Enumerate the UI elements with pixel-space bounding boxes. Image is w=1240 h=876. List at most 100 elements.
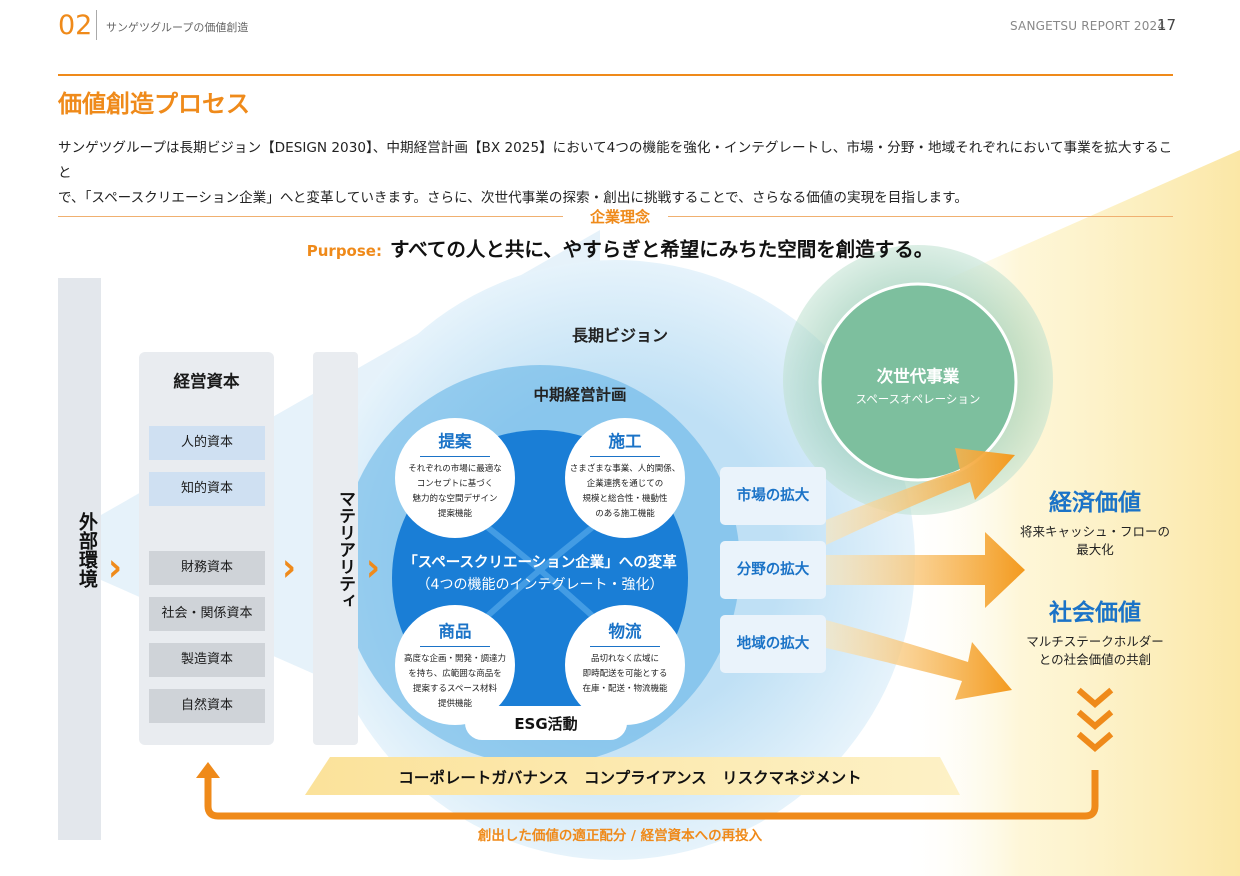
philosophy-label: 企業理念: [589, 208, 650, 226]
long-term-vision-label: 長期ビジョン: [571, 326, 668, 345]
function-body-line: 提供機能: [437, 699, 472, 709]
return-loop: [204, 770, 1099, 820]
capital-item: 財務資本: [149, 551, 265, 585]
expansion-region: 地域の拡大: [720, 615, 826, 673]
section-number: 02: [58, 10, 93, 41]
governance-band: [305, 757, 960, 795]
function-logistics: 物流 品切れなく広域に 即時配送を可能とする 在庫・配送・物流機能: [565, 618, 685, 697]
social-value: 社会価値 マルチステークホルダー との社会価値の共創: [1010, 593, 1180, 669]
section-title: サンゲツグループの価値創造: [106, 21, 249, 34]
function-body: それぞれの市場に最適な コンセプトに基づく 魅力的な空間デザイン 提案機能: [395, 462, 515, 522]
center-line-1: 「スペースクリエーション企業」への変革: [403, 555, 677, 571]
arrow-to-economic: [826, 448, 1015, 545]
intro-line-2: で、「スペースクリエーション企業」へと変革していきます。さらに、次世代事業の探索…: [58, 190, 968, 206]
expansion-field: 分野の拡大: [720, 541, 826, 599]
function-proposal: 提案 それぞれの市場に最適な コンセプトに基づく 魅力的な空間デザイン 提案機能: [395, 428, 515, 522]
function-circle-logistics: [565, 605, 685, 725]
function-body: さまざまな事業、人的関係、 企業連携を通じての 規模と総合性・機動性 のある施工…: [565, 462, 685, 522]
function-circle-proposal: [395, 418, 515, 538]
function-body-line: さまざまな事業、人的関係、: [569, 464, 681, 474]
function-body-line: コンセプトに基づく: [416, 479, 494, 489]
economic-value: 経済価値 将来キャッシュ・フローの 最大化: [1010, 483, 1180, 559]
function-body-line: 高度な企画・開発・調達力: [403, 654, 506, 664]
report-name: SANGETSU REPORT 2024: [1010, 19, 1166, 33]
social-value-body: マルチステークホルダー との社会価値の共創: [1010, 633, 1180, 669]
chevron-right-icon: ›: [282, 545, 297, 591]
philosophy-rule-right: [668, 216, 1173, 217]
return-arrowhead: [196, 762, 220, 778]
chevron-right-icon: ›: [366, 545, 381, 591]
capital-item: 製造資本: [149, 643, 265, 677]
function-divider: [590, 646, 660, 647]
header-divider: [96, 10, 97, 40]
social-value-line: との社会価値の共創: [1038, 652, 1152, 667]
economic-value-line: 将来キャッシュ・フローの: [1019, 524, 1170, 539]
chevron-right-icon: ›: [108, 545, 123, 591]
page-number: 17: [1157, 16, 1177, 34]
function-divider: [420, 646, 490, 647]
title-rule: [58, 74, 1173, 76]
esg-pill: [465, 706, 627, 740]
philosophy-rule-left: [58, 216, 563, 217]
next-gen-subtitle: スペースオペレーション: [855, 392, 981, 406]
function-divider: [420, 456, 490, 457]
function-body: 高度な企画・開発・調達力 を持ち、広範囲な商品を 提案するスペース材料 提供機能: [395, 652, 515, 712]
function-construction: 施工 さまざまな事業、人的関係、 企業連携を通じての 規模と総合性・機動性 のあ…: [565, 428, 685, 522]
mid-term-plan-label: 中期経営計画: [533, 386, 627, 404]
capital-item: 社会・関係資本: [149, 597, 265, 631]
external-environment-label: 外部環境: [76, 512, 98, 588]
purpose-label: Purpose:: [306, 242, 382, 260]
economic-value-body: 将来キャッシュ・フローの 最大化: [1010, 523, 1180, 559]
capital-item: 自然資本: [149, 689, 265, 723]
function-product: 商品 高度な企画・開発・調達力 を持ち、広範囲な商品を 提案するスペース材料 提…: [395, 618, 515, 712]
function-body-line: 在庫・配送・物流機能: [582, 684, 668, 694]
center-line-2: （4つの機能のインテグレート・強化）: [416, 577, 664, 593]
function-body-line: 魅力的な空間デザイン: [412, 494, 498, 504]
social-value-line: マルチステークホルダー: [1026, 634, 1164, 649]
external-environment-bar: [58, 278, 101, 840]
center-statement: 「スペースクリエーション企業」への変革 （4つの機能のインテグレート・強化）: [395, 551, 685, 594]
intro-paragraph: サンゲツグループは長期ビジョン【DESIGN 2030】、中期経営計画【BX 2…: [58, 136, 1178, 211]
function-body-line: 企業連携を通じての: [586, 479, 664, 489]
materiality-label: マテリアリティ: [335, 490, 355, 609]
materiality-box: [313, 352, 358, 745]
expansion-market: 市場の拡大: [720, 467, 826, 525]
function-body-line: 提案機能: [437, 509, 472, 519]
down-chevrons: [1076, 687, 1114, 752]
economic-value-line: 最大化: [1076, 542, 1114, 557]
purpose-text: すべての人と共に、やすらぎと希望にみちた空間を創造する。: [389, 238, 934, 261]
economic-value-title: 経済価値: [1049, 490, 1141, 516]
function-body-line: 即時配送を可能とする: [582, 669, 668, 679]
management-capital-box: [139, 352, 274, 745]
governance-label: コーポレートガバナンス コンプライアンス リスクマネジメント: [398, 769, 862, 787]
function-divider: [590, 456, 660, 457]
management-capital-title: 経営資本: [173, 372, 240, 391]
function-title: 物流: [608, 622, 642, 641]
function-body-line: それぞれの市場に最適な: [408, 464, 502, 474]
function-title: 提案: [438, 432, 472, 451]
function-body-line: 規模と総合性・機動性: [582, 494, 668, 504]
function-body-line: のある施工機能: [595, 509, 655, 519]
next-gen-title: 次世代事業: [876, 367, 960, 386]
next-gen-business: 次世代事業 スペースオペレーション: [820, 363, 1016, 407]
arrow-to-center: [826, 532, 1025, 608]
page-title: 価値創造プロセス: [58, 90, 250, 118]
function-body-line: 提案するスペース材料: [413, 684, 497, 694]
reinvestment-label: 創出した価値の適正配分 / 経営資本への再投入: [477, 828, 763, 844]
function-circle-construction: [565, 418, 685, 538]
intro-line-1: サンゲツグループは長期ビジョン【DESIGN 2030】、中期経営計画【BX 2…: [58, 140, 1173, 181]
function-body: 品切れなく広域に 即時配送を可能とする 在庫・配送・物流機能: [565, 652, 685, 697]
function-body-line: を持ち、広範囲な商品を: [408, 669, 502, 679]
function-circle-product: [395, 605, 515, 725]
capital-item: 人的資本: [149, 426, 265, 460]
capital-item: 知的資本: [149, 472, 265, 506]
function-title: 商品: [438, 622, 472, 641]
esg-label: ESG活動: [514, 715, 578, 733]
function-title: 施工: [608, 432, 642, 451]
next-gen-inner: [818, 282, 1018, 482]
function-body-line: 品切れなく広域に: [590, 654, 659, 664]
social-value-title: 社会価値: [1049, 600, 1141, 626]
purpose-statement: Purpose: すべての人と共に、やすらぎと希望にみちた空間を創造する。: [0, 233, 1240, 262]
arrow-to-social: [826, 620, 1012, 700]
